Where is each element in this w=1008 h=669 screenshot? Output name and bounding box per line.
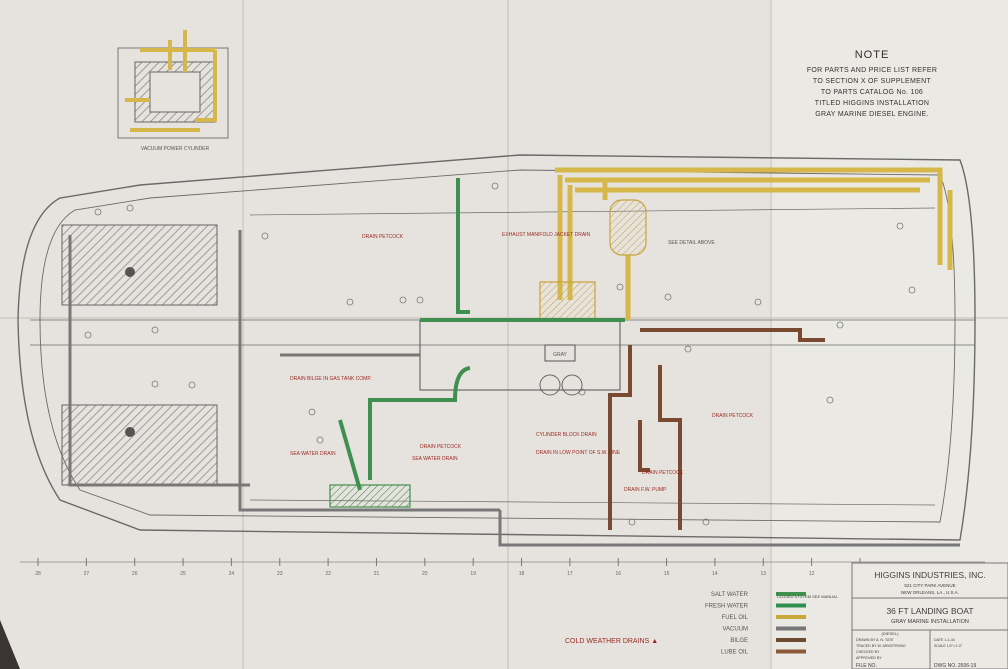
checked-by: CHECKED BY	[856, 650, 880, 654]
lube-oil-lines	[608, 328, 825, 530]
frame-number: 17	[567, 571, 573, 577]
legend-swatch	[776, 638, 806, 642]
drain-petcock-label: DRAIN PETCOCK	[642, 470, 684, 476]
frame-number: 25	[180, 571, 186, 577]
sea-water-drain-label: SEA WATER DRAIN	[290, 451, 336, 457]
note-line: TO SECTION X OF SUPPLEMENT	[813, 78, 932, 85]
note-title: NOTE	[855, 49, 890, 61]
company-name: HIGGINS INDUSTRIES, INC.	[874, 570, 985, 580]
frame-number: 15	[664, 571, 670, 577]
company-address: 521 CITY PARK AVENUE	[904, 583, 955, 588]
salt-water-lines	[338, 178, 625, 491]
frame-number: 20	[422, 571, 428, 577]
annotations: DRAIN PETCOCK EXHAUST MANIFOLD JACKET DR…	[290, 232, 754, 493]
legend-label: BILGE	[730, 638, 748, 644]
fuel-oil-lines	[555, 167, 953, 320]
fuel-tanks	[61, 224, 218, 486]
frame-number: 12	[809, 571, 815, 577]
frame-number: 27	[84, 571, 90, 577]
legend-label: FRESH WATER	[705, 604, 749, 610]
note-line: TITLED HIGGINS INSTALLATION	[815, 100, 929, 107]
drawn-by: DRAWN BY A. N. TATE	[856, 638, 894, 642]
legend-label: LUBE OIL	[721, 650, 749, 656]
legend-swatch	[776, 649, 806, 654]
legend-label: VACUUM	[722, 627, 748, 633]
legend-swatch	[776, 615, 806, 619]
frame-number: 24	[229, 571, 235, 577]
drawing-subtitle: GRAY MARINE INSTALLATION	[891, 619, 969, 625]
see-detail-label: SEE DETAIL ABOVE	[668, 240, 715, 246]
reference-balloons	[84, 182, 916, 526]
drain-petcock-label: DRAIN PETCOCK	[420, 444, 462, 450]
drain-low-point-label: DRAIN IN LOW POINT OF S.W. LINE	[536, 450, 621, 456]
file-no: FILE NO.	[856, 663, 877, 669]
legend-swatch	[776, 626, 806, 631]
drawing-date: DATE 1-1-44	[934, 638, 955, 642]
frame-number: 21	[374, 571, 380, 577]
vacuum-cylinder-detail: VACUUM POWER CYLINDER	[117, 30, 229, 152]
frame-number: 13	[761, 571, 767, 577]
frame-number: 26	[132, 571, 138, 577]
legend: CLOSED SYSTEM SEE MANUAL SALT WATER FRESH…	[705, 592, 839, 656]
cold-weather-label: COLD WEATHER DRAINS ▲	[565, 638, 658, 645]
frame-number: 18	[519, 571, 525, 577]
legend-swatch	[776, 603, 806, 608]
drain-fw-pump-label: DRAIN F.W. PUMP	[624, 487, 667, 493]
legend-label: FUEL OIL	[722, 615, 749, 621]
dwg-no: DWG NO. 2606-19	[934, 663, 976, 669]
note-line: FOR PARTS AND PRICE LIST REFER	[807, 67, 937, 74]
title-block: HIGGINS INDUSTRIES, INC. 521 CITY PARK A…	[851, 562, 1008, 669]
drain-petcock-label: DRAIN PETCOCK	[362, 234, 404, 240]
approved-by: APPROVED BY	[856, 656, 882, 660]
frame-number: 28	[35, 571, 41, 577]
legend-swatch	[776, 592, 806, 596]
bilge-drain-label: DRAIN BILGE IN GAS TANK COMP.	[290, 376, 371, 382]
sea-water-drain-label: SEA WATER DRAIN	[412, 456, 458, 462]
frame-number: 22	[325, 571, 331, 577]
drawing-scale: SCALE 1/2"=1'-0"	[934, 644, 963, 648]
frame-number: 16	[615, 571, 621, 577]
closed-system-note: CLOSED SYSTEM SEE MANUAL	[777, 594, 839, 599]
vacuum-lines	[68, 230, 960, 547]
drawing-title: 36 FT LANDING BOAT	[886, 606, 973, 616]
note-line: TO PARTS CATALOG No. 106	[821, 89, 923, 96]
note-block: NOTE FOR PARTS AND PRICE LIST REFER TO S…	[807, 49, 937, 118]
drain-petcock-label: DRAIN PETCOCK	[712, 413, 754, 419]
note-line: GRAY MARINE DIESEL ENGINE.	[815, 111, 928, 118]
frame-number: 14	[712, 571, 718, 577]
engine-label: GRAY	[553, 352, 567, 358]
diesel-label: (DIESEL)	[882, 631, 900, 636]
legend-label: SALT WATER	[711, 592, 749, 598]
detail-label: VACUUM POWER CYLINDER	[141, 146, 210, 152]
frame-number: 23	[277, 571, 283, 577]
company-city: NEW ORLEANS, LA., U.S.A.	[901, 590, 959, 595]
traced-by: TRACED BY W. ARMSTRONG	[856, 644, 906, 648]
exhaust-drain-label: EXHAUST MANIFOLD JACKET DRAIN	[502, 232, 591, 238]
cylinder-block-drain-label: CYLINDER BLOCK DRAIN	[536, 432, 597, 438]
frame-number: 19	[470, 571, 476, 577]
